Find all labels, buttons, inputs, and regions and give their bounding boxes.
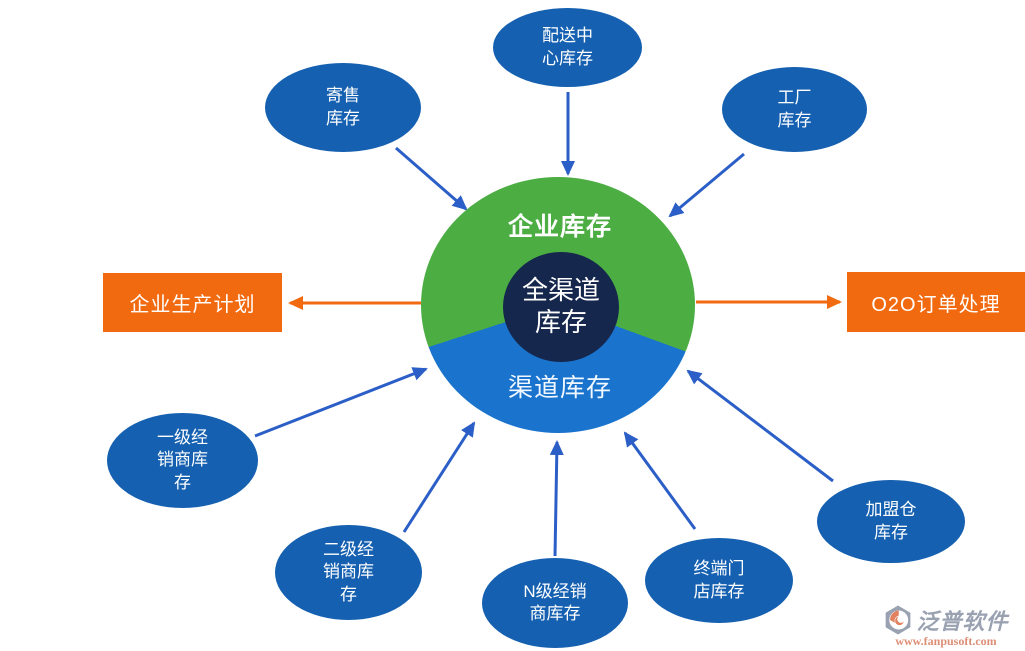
node-factory: 工厂 库存 xyxy=(722,67,867,152)
fanpu-logo-icon xyxy=(886,605,911,635)
node-consignment-label: 寄售 库存 xyxy=(326,86,360,128)
node-retail-store-label: 终端门 店库存 xyxy=(693,559,745,601)
node-consignment: 寄售 库存 xyxy=(265,63,421,152)
omnichannel-core-circle: 全渠道 库存 xyxy=(503,252,619,362)
arrow-tier2-to-center xyxy=(402,421,476,533)
arrow-factory-to-center xyxy=(668,152,745,218)
node-tierN-dealer-label: N级经销 商库存 xyxy=(523,581,587,623)
production-plan-box: 企业生产计划 xyxy=(103,273,282,332)
node-tier2-dealer-label: 二级经 销商库 存 xyxy=(323,539,374,604)
production-plan-label: 企业生产计划 xyxy=(129,294,256,316)
node-retail-store: 终端门 店库存 xyxy=(645,538,793,623)
watermark: 泛普软件 www.fanpusoft.com xyxy=(871,604,1021,649)
arrow-franchise-to-center xyxy=(686,369,834,483)
node-tier1-dealer-label: 一级经 销商库 存 xyxy=(157,427,208,492)
omnichannel-core-label: 全渠道 库存 xyxy=(521,275,600,337)
arrow-tierN-to-center xyxy=(549,440,564,557)
channel-inventory-label: 渠道库存 xyxy=(507,374,612,402)
node-tierN-dealer: N级经销 商库存 xyxy=(482,558,628,648)
o2o-order-box: O2O订单处理 xyxy=(847,272,1025,332)
node-distribution-center: 配送中 心库存 xyxy=(493,8,642,87)
arrow-consignment-to-center xyxy=(395,146,468,211)
watermark-url: www.fanpusoft.com xyxy=(895,634,997,648)
enterprise-inventory-label: 企业库存 xyxy=(507,213,612,241)
arrow-tier1-to-center xyxy=(254,367,428,438)
node-franchise-warehouse-label: 加盟仓 库存 xyxy=(865,500,917,542)
node-distribution-center-label: 配送中 心库存 xyxy=(542,26,593,68)
arrow-retail-to-center xyxy=(623,431,697,530)
node-franchise-warehouse: 加盟仓 库存 xyxy=(817,480,965,563)
watermark-brand: 泛普软件 xyxy=(916,609,1009,634)
node-tier1-dealer: 一级经 销商库 存 xyxy=(107,413,258,508)
o2o-order-label: O2O订单处理 xyxy=(871,293,1001,316)
node-factory-label: 工厂 库存 xyxy=(777,88,812,130)
node-tier2-dealer: 二级经 销商库 存 xyxy=(275,525,422,620)
